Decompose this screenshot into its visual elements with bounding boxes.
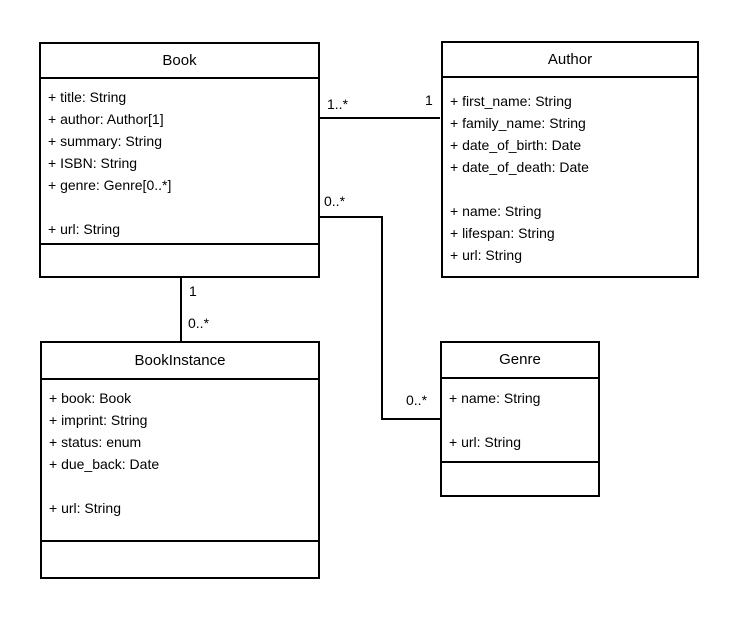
attribute-line: + url: String: [48, 221, 120, 237]
multiplicity-book-author-target: 1: [424, 92, 434, 108]
class-name-bookinstance: BookInstance: [42, 343, 318, 380]
attribute-line: + name: String: [449, 390, 541, 406]
attribute-line: + title: String: [48, 89, 127, 105]
attribute-line: + url: String: [450, 247, 522, 263]
class-attributes-genre: + name: String + url: String: [442, 379, 598, 461]
attribute-line: + due_back: Date: [49, 456, 160, 472]
connector-book-genre-segment-3: [381, 418, 440, 420]
attribute-line: + lifespan: String: [450, 225, 555, 241]
multiplicity-book-bookinstance-target: 0..*: [187, 315, 211, 331]
connector-book-genre-segment-2: [381, 216, 383, 420]
class-name-book: Book: [41, 44, 318, 79]
multiplicity-book-author-source: 1..*: [326, 96, 350, 112]
class-methods-compartment-book: [41, 243, 318, 276]
attribute-line: + summary: String: [48, 133, 162, 149]
attribute-line: + imprint: String: [49, 412, 148, 428]
attribute-line-blank: [449, 409, 592, 431]
attribute-line: + url: String: [49, 500, 121, 516]
class-name-author: Author: [443, 43, 697, 78]
class-attributes-author: + first_name: String + family_name: Stri…: [443, 78, 697, 276]
attribute-line: + url: String: [449, 434, 521, 450]
attribute-line: + family_name: String: [450, 115, 586, 131]
class-methods-compartment-bookinstance: [42, 540, 318, 577]
connector-book-genre-segment-1: [320, 216, 383, 218]
class-attributes-bookinstance: + book: Book + imprint: String + status:…: [42, 380, 318, 540]
attribute-line-blank: [49, 475, 312, 497]
attribute-line: + name: String: [450, 203, 542, 219]
connector-book-bookinstance: [180, 278, 182, 341]
attribute-line: + author: Author[1]: [48, 111, 164, 127]
attribute-line: + status: enum: [49, 434, 142, 450]
class-box-bookinstance: BookInstance + book: Book + imprint: Str…: [40, 341, 320, 579]
multiplicity-book-genre-source: 0..*: [323, 193, 347, 209]
class-attributes-book: + title: String + author: Author[1] + su…: [41, 79, 318, 243]
multiplicity-book-genre-target: 0..*: [405, 392, 429, 408]
connector-book-author: [320, 117, 440, 119]
attribute-line: + first_name: String: [450, 93, 572, 109]
class-methods-compartment-genre: [442, 461, 598, 495]
class-box-author: Author + first_name: String + family_nam…: [441, 41, 699, 278]
attribute-line: + date_of_birth: Date: [450, 137, 582, 153]
attribute-line: + date_of_death: Date: [450, 159, 589, 175]
class-box-genre: Genre + name: String + url: String: [440, 341, 600, 497]
attribute-line-blank: [450, 178, 691, 200]
multiplicity-book-bookinstance-source: 1: [188, 283, 198, 299]
attribute-line-blank: [48, 196, 312, 218]
attribute-line: + genre: Genre[0..*]: [48, 177, 172, 193]
class-name-genre: Genre: [442, 343, 598, 379]
attribute-line: + book: Book: [49, 390, 132, 406]
class-box-book: Book + title: String + author: Author[1]…: [39, 42, 320, 278]
attribute-line: + ISBN: String: [48, 155, 138, 171]
